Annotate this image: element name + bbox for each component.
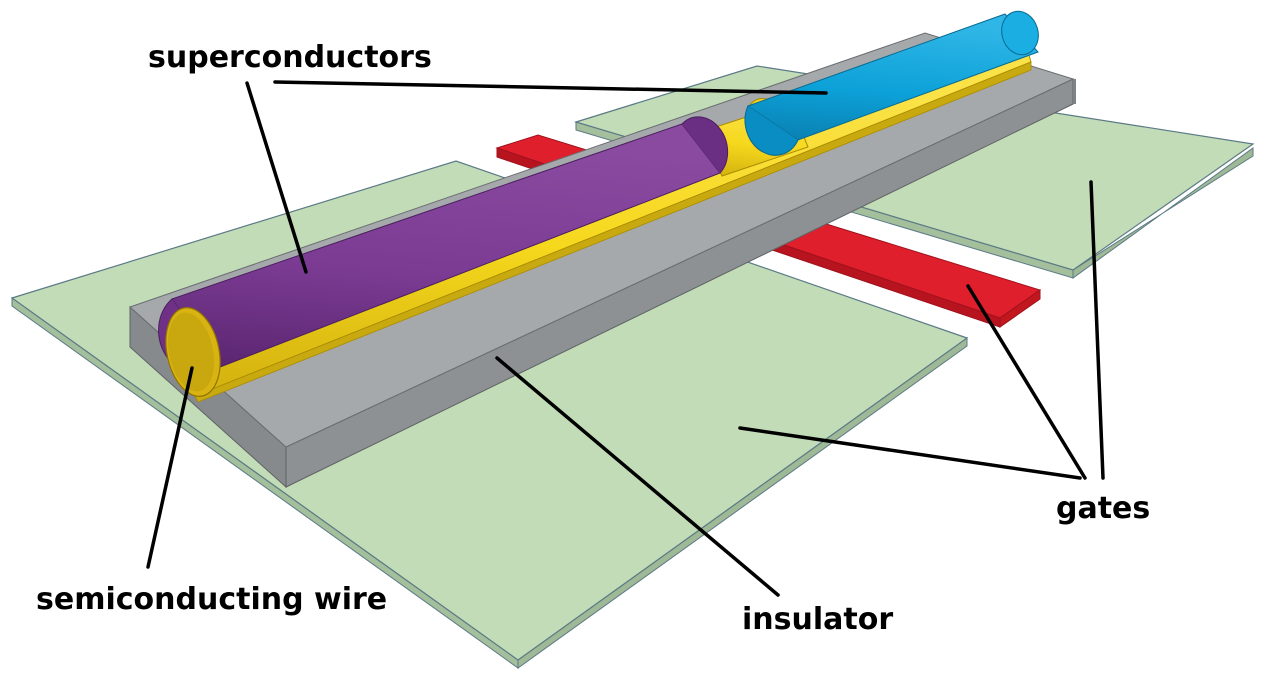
leader-wire (146, 366, 194, 569)
leader-superconductors-to-blue (273, 80, 828, 95)
superconductor-blue (744, 10, 1039, 156)
superconductors-label: superconductors (148, 40, 432, 75)
leader-insulator (495, 356, 780, 597)
leader-lines (146, 80, 1105, 597)
leader-gates-back-plate (1089, 180, 1105, 480)
insulator-label: insulator (742, 602, 894, 637)
wire-end-cross-section (165, 307, 221, 397)
leader-gates-red (966, 284, 1087, 480)
gates-label: gates (1056, 491, 1151, 526)
leader-superconductors-to-purple (245, 81, 308, 274)
semiconducting-wire-label: semiconducting wire (36, 582, 388, 617)
leader-gates-front-plate (738, 426, 1082, 480)
